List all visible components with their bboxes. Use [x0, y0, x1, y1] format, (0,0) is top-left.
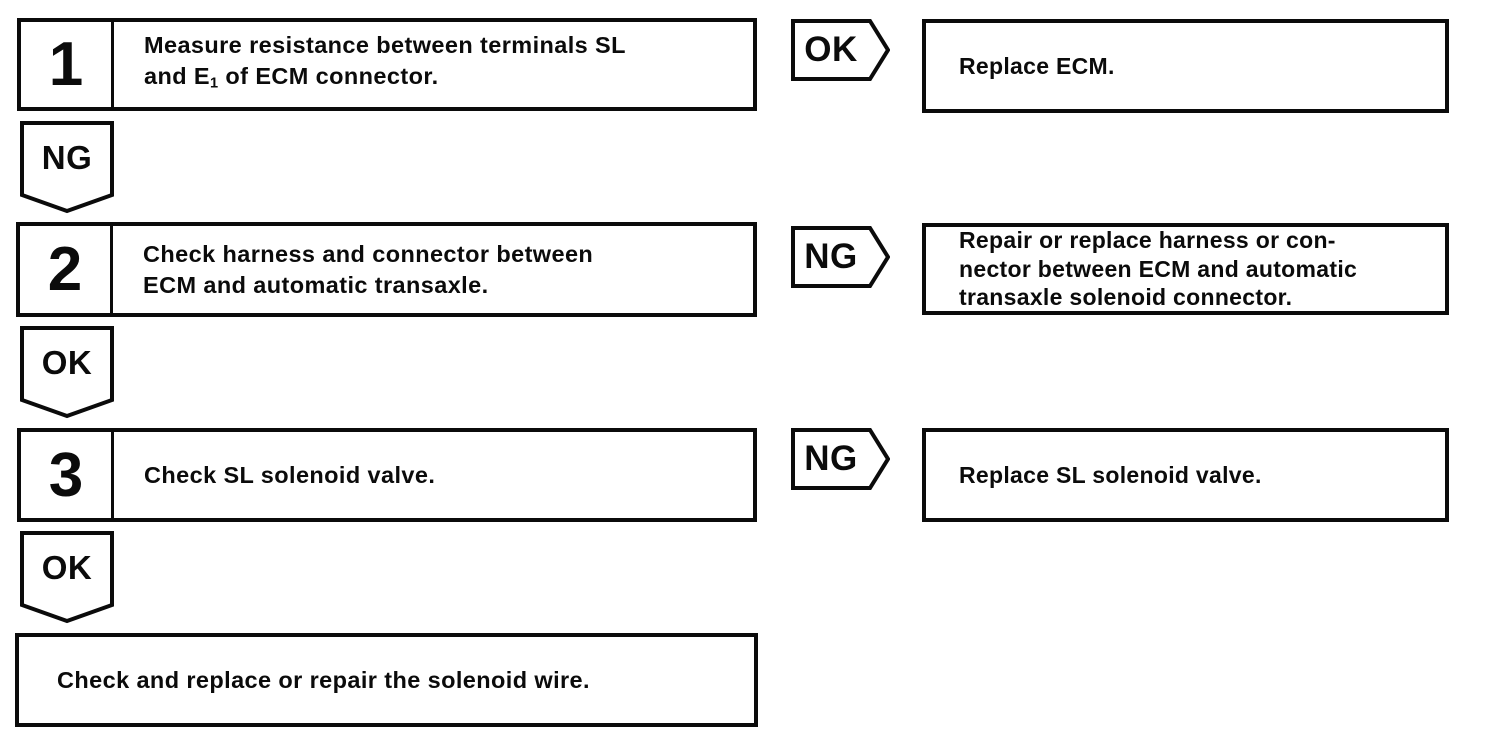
final-action-text: Check and replace or repair the solenoid…	[19, 637, 754, 723]
step-2-branch-label: NG	[804, 237, 858, 276]
step-3-text-line-1: Check SL solenoid valve.	[144, 461, 436, 488]
step-3-down-label: OK	[41, 549, 93, 586]
step-1-text-line-1: Measure resistance between terminals SL	[144, 31, 626, 58]
step-1-down-label: NG	[41, 139, 93, 176]
down-arrow-shield-shape	[20, 531, 114, 624]
step-1-box: 1 Measure resistance between terminals S…	[17, 18, 757, 111]
step-2-result-text: Repair or replace harness or con- nector…	[926, 227, 1445, 311]
step-3-text: Check SL solenoid valve.	[114, 432, 753, 518]
right-arrow-tag-shape	[791, 428, 890, 490]
step-3-branch-tag: NG	[791, 428, 890, 490]
step-2-down-connector: OK	[20, 326, 114, 419]
step-1-result-box: Replace ECM.	[922, 19, 1449, 113]
step-2-text-line-1: Check harness and connector between	[143, 240, 594, 267]
final-action-line-1: Check and replace or repair the solenoid…	[57, 666, 590, 693]
step-1-branch-tag: OK	[791, 19, 890, 81]
step-1-text: Measure resistance between terminals SL …	[114, 22, 753, 107]
step-2-down-label: OK	[41, 344, 93, 381]
step-2-box: 2 Check harness and connector between EC…	[16, 222, 757, 317]
step-3-branch-label: NG	[804, 439, 858, 478]
right-arrow-tag-shape	[791, 19, 890, 81]
step-3-result-line-1: Replace SL solenoid valve.	[959, 461, 1262, 488]
step-2-result-line-3: transaxle solenoid connector.	[959, 284, 1293, 311]
step-2-branch-tag: NG	[791, 226, 890, 288]
step-3-number: 3	[21, 432, 114, 518]
final-action-box: Check and replace or repair the solenoid…	[15, 633, 758, 727]
down-arrow-shield-shape	[20, 326, 114, 419]
step-2-result-line-1: Repair or replace harness or con-	[959, 227, 1336, 254]
step-1-text-line-2: and E1 of ECM connector.	[144, 62, 439, 92]
subscript-1: 1	[209, 75, 219, 92]
step-3-box: 3 Check SL solenoid valve.	[17, 428, 757, 522]
step-2-result-line-2: nector between ECM and automatic	[959, 255, 1358, 282]
step-1-number: 1	[21, 22, 114, 107]
step-2-number: 2	[20, 226, 113, 313]
step-3-down-connector: OK	[20, 531, 114, 624]
step-3-result-box: Replace SL solenoid valve.	[922, 428, 1449, 522]
step-1-result-text: Replace ECM.	[926, 23, 1445, 109]
step-2-result-box: Repair or replace harness or con- nector…	[922, 223, 1449, 315]
step-1-result-line-1: Replace ECM.	[959, 52, 1115, 79]
step-3-result-text: Replace SL solenoid valve.	[926, 432, 1445, 518]
step-1-branch-label: OK	[804, 30, 858, 69]
right-arrow-tag-shape	[791, 226, 890, 288]
step-2-text-line-2: ECM and automatic transaxle.	[143, 271, 489, 298]
step-1-down-connector: NG	[20, 121, 114, 214]
step-2-text: Check harness and connector between ECM …	[113, 226, 753, 313]
down-arrow-shield-shape	[20, 121, 114, 214]
